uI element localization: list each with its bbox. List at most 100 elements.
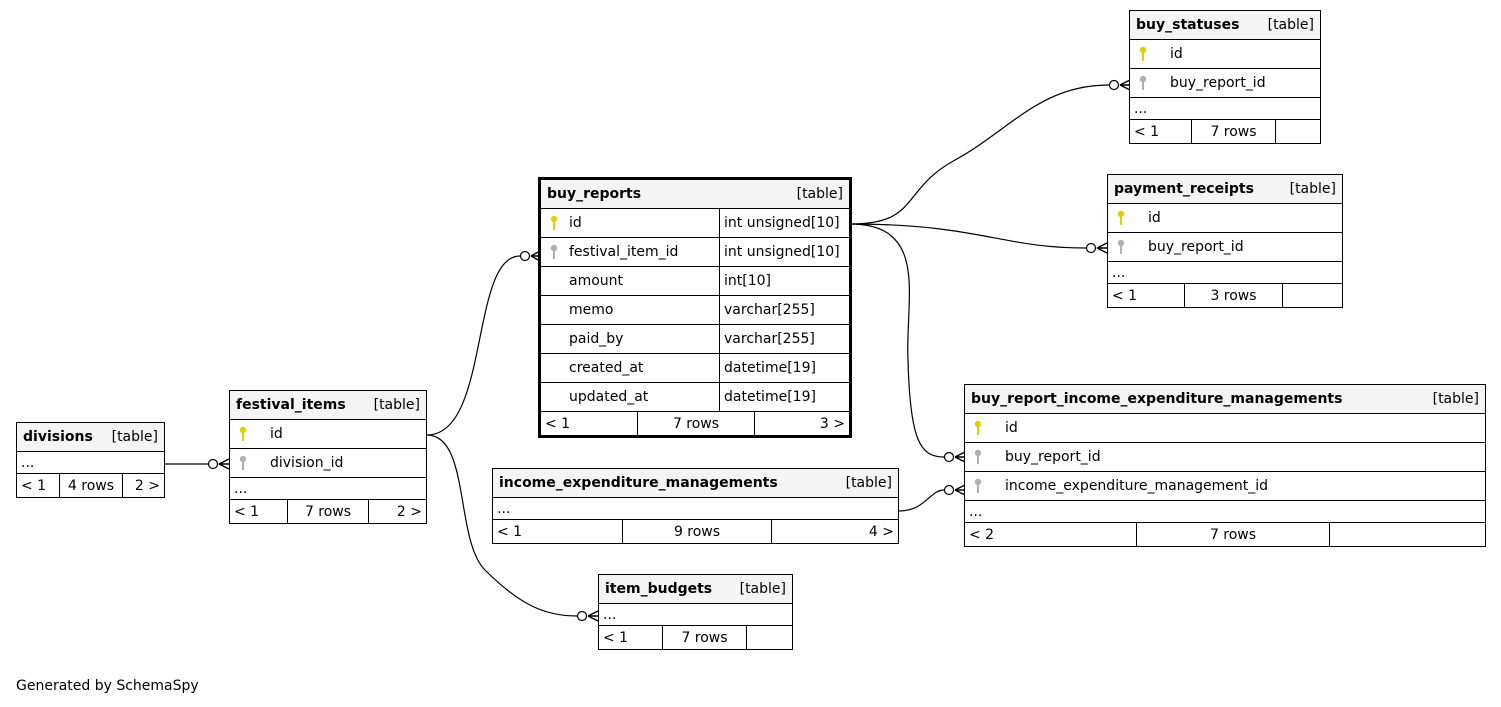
table-buy-report-income-expenditure-managements[interactable]: buy_report_income_expenditure_management…: [964, 384, 1486, 547]
column-row[interactable]: buy_report_id: [1130, 69, 1320, 98]
table-header: festival_items [table]: [230, 391, 426, 420]
table-festival-items[interactable]: festival_items [table] id division_id ..…: [229, 390, 427, 524]
column-row[interactable]: id: [1130, 40, 1320, 69]
column-name: income_expenditure_management_id: [1005, 478, 1269, 494]
foreign-key-icon: [1130, 75, 1156, 91]
children-count[interactable]: 4 >: [868, 523, 894, 540]
more-columns: ...: [1108, 262, 1342, 284]
children-count[interactable]: [1330, 523, 1485, 546]
table-divisions[interactable]: divisions [table] ... < 1 4 rows 2 >: [16, 422, 165, 498]
column-row[interactable]: updated_at datetime[19]: [541, 383, 849, 412]
table-footer: < 1 7 rows: [599, 626, 792, 649]
column-row[interactable]: buy_report_id: [1108, 233, 1342, 262]
table-type: [table]: [796, 186, 843, 202]
table-header: buy_statuses [table]: [1130, 11, 1320, 40]
column-name: id: [1148, 210, 1161, 226]
row-count: 4 rows: [60, 474, 123, 497]
parents-count[interactable]: < 1: [599, 626, 663, 649]
column-name: amount: [569, 273, 624, 289]
more-columns: ...: [965, 501, 1485, 523]
column-row[interactable]: id: [1108, 204, 1342, 233]
column-row[interactable]: buy_report_id: [965, 443, 1485, 472]
table-type: [table]: [373, 397, 420, 413]
row-count: 7 rows: [1192, 120, 1276, 143]
column-row[interactable]: income_expenditure_management_id: [965, 472, 1485, 501]
children-count[interactable]: 3 >: [819, 415, 845, 432]
table-type: [table]: [739, 581, 786, 597]
edge-buy-reports-bridge: [849, 223, 945, 458]
table-header: buy_reports [table]: [541, 180, 849, 209]
column-row[interactable]: paid_by varchar[255]: [541, 325, 849, 354]
table-name: festival_items: [236, 397, 346, 413]
table-type: [table]: [1267, 17, 1314, 33]
table-payment-receipts[interactable]: payment_receipts [table] id buy_report_i…: [1107, 174, 1343, 308]
column-row[interactable]: amount int[10]: [541, 267, 849, 296]
table-name: buy_statuses: [1136, 17, 1240, 33]
column-row[interactable]: festival_item_id int unsigned[10]: [541, 238, 849, 267]
table-buy-reports[interactable]: buy_reports [table] id int unsigned[10] …: [538, 177, 852, 438]
edge-buy-reports-buy-statuses: [849, 84, 1110, 225]
table-name: item_budgets: [605, 581, 713, 597]
column-row[interactable]: memo varchar[255]: [541, 296, 849, 325]
parents-count[interactable]: < 2: [965, 523, 1137, 546]
column-row[interactable]: division_id: [230, 449, 426, 478]
children-count[interactable]: 2 >: [134, 477, 160, 494]
table-buy-statuses[interactable]: buy_statuses [table] id buy_report_id ..…: [1129, 10, 1321, 144]
row-count: 7 rows: [638, 412, 755, 435]
table-item-budgets[interactable]: item_budgets [table] ... < 1 7 rows: [598, 574, 793, 650]
more-columns: ...: [599, 604, 792, 626]
column-name: memo: [569, 302, 614, 318]
table-footer: < 1 7 rows 3 >: [541, 412, 849, 435]
column-name: id: [569, 215, 582, 231]
edge-iem-bridge: [898, 489, 945, 512]
parents-count[interactable]: < 1: [1108, 284, 1185, 307]
edge-festival-items-buy-reports: [426, 255, 521, 436]
primary-key-icon: [1108, 210, 1134, 226]
edge-festival-items-item-budgets: [426, 434, 578, 617]
parents-count[interactable]: < 1: [493, 520, 623, 543]
column-row[interactable]: created_at datetime[19]: [541, 354, 849, 383]
column-row[interactable]: id int unsigned[10]: [541, 209, 849, 238]
table-footer: < 1 3 rows: [1108, 284, 1342, 307]
row-count: 9 rows: [623, 520, 772, 543]
children-count[interactable]: [747, 626, 792, 649]
table-header: income_expenditure_managements [table]: [493, 469, 898, 498]
row-count: 7 rows: [1137, 523, 1330, 546]
table-name: buy_report_income_expenditure_management…: [971, 391, 1343, 407]
parents-count[interactable]: < 1: [17, 474, 60, 497]
parents-count[interactable]: < 1: [1130, 120, 1192, 143]
children-count[interactable]: [1283, 284, 1342, 307]
table-footer: < 1 9 rows 4 >: [493, 520, 898, 543]
generated-by-label: Generated by SchemaSpy: [16, 678, 199, 694]
foreign-key-icon: [541, 244, 567, 260]
more-columns: ...: [493, 498, 898, 520]
column-type: int unsigned[10]: [719, 238, 849, 266]
column-row[interactable]: id: [965, 414, 1485, 443]
more-columns: ...: [230, 478, 426, 500]
children-count[interactable]: [1276, 120, 1320, 143]
row-count: 7 rows: [288, 500, 369, 523]
row-count: 3 rows: [1185, 284, 1283, 307]
column-type: int unsigned[10]: [719, 209, 849, 237]
table-header: payment_receipts [table]: [1108, 175, 1342, 204]
column-name: id: [1170, 46, 1183, 62]
primary-key-icon: [965, 420, 991, 436]
parents-count[interactable]: < 1: [230, 500, 288, 523]
foreign-key-icon: [965, 478, 991, 494]
table-header: buy_report_income_expenditure_management…: [965, 385, 1485, 414]
children-count[interactable]: 2 >: [396, 503, 422, 520]
table-type: [table]: [845, 475, 892, 491]
column-name: updated_at: [569, 389, 649, 405]
table-name: income_expenditure_managements: [499, 475, 778, 491]
table-type: [table]: [1432, 391, 1479, 407]
table-header: divisions [table]: [17, 423, 164, 452]
parents-count[interactable]: < 1: [541, 412, 638, 435]
table-footer: < 1 7 rows: [1130, 120, 1320, 143]
column-name: festival_item_id: [569, 244, 679, 260]
column-row[interactable]: id: [230, 420, 426, 449]
column-type: varchar[255]: [719, 325, 849, 353]
column-type: varchar[255]: [719, 296, 849, 324]
primary-key-icon: [230, 426, 256, 442]
table-income-expenditure-managements[interactable]: income_expenditure_managements [table] .…: [492, 468, 899, 544]
